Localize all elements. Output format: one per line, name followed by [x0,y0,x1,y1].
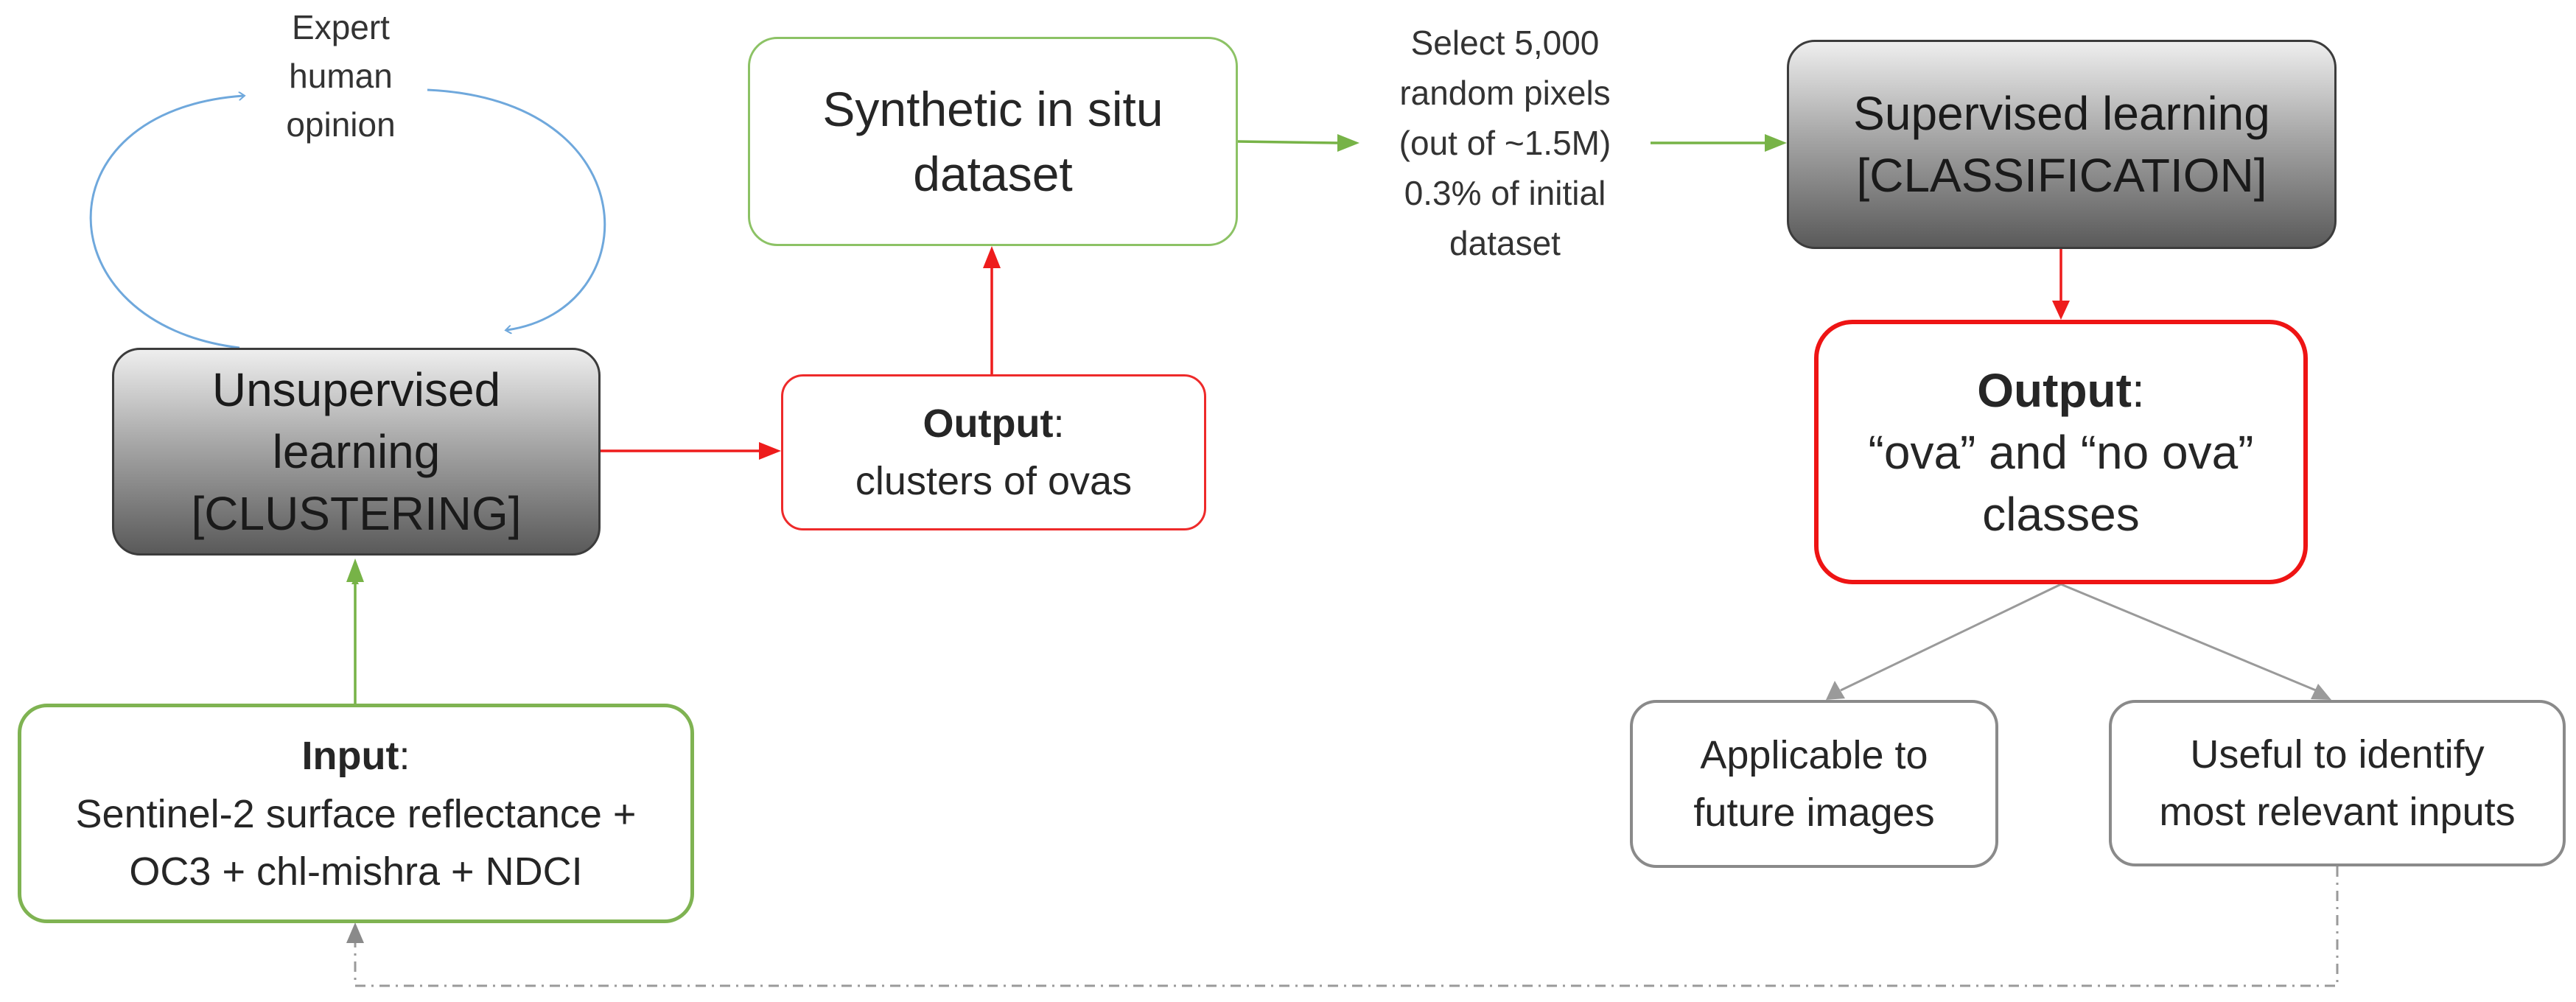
expert-loop-arc-left [89,96,243,349]
clusters-output-body: clusters of ovas [855,459,1133,503]
input-box: Input: Sentinel-2 surface reflectance + … [18,704,694,923]
clusters-output-colon: : [1053,402,1065,446]
arrow-classes-to-useful-head [2311,684,2331,700]
expert-loop-arc-right [427,88,606,330]
useful-inputs-text: Useful to identify most relevant inputs [2159,732,2516,834]
arrow-input-to-unsupervised-head [346,558,364,582]
expert-opinion-label: Expert human opinion [286,8,396,144]
clusters-output-box: Output: clusters of ovas [781,374,1206,530]
applicable-future-text: Applicable to future images [1693,733,1935,835]
input-box-heading-line: Input: [302,726,410,785]
sampling-label: Select 5,000 random pixels (out of ~1.5M… [1399,24,1611,262]
supervised-learning-text: Supervised learning [CLASSIFICATION] [1853,87,2270,202]
synthetic-dataset-box: Synthetic in situ dataset [748,37,1238,246]
classes-output-colon: : [2131,363,2145,417]
classes-output-heading-line: Output: [1977,360,2144,421]
arrow-classes-to-useful [2060,583,2317,692]
unsupervised-learning-box: Unsupervised learning [CLUSTERING] [112,348,601,556]
arrow-clusters-to-synthetic-head [983,246,1001,268]
arrow-select-to-supervised-head [1765,134,1787,152]
input-heading-colon: : [399,734,410,778]
unsupervised-learning-text: Unsupervised learning [CLUSTERING] [191,363,522,540]
input-box-body: Sentinel-2 surface reflectance + OC3 + c… [75,792,637,894]
useful-inputs-box: Useful to identify most relevant inputs [2109,700,2566,866]
classes-output-body: “ova” and “no ova” classes [1868,425,2254,541]
feedback-dashed-line-head [346,922,364,943]
clusters-output-heading-line: Output: [923,395,1065,452]
applicable-future-box: Applicable to future images [1630,700,1998,868]
supervised-learning-box: Supervised learning [CLASSIFICATION] [1787,40,2337,249]
input-heading: Input [301,734,399,778]
clusters-output-heading: Output [923,402,1054,446]
arrow-classes-to-applicable-head [1826,681,1845,700]
classes-output-box: Output: “ova” and “no ova” classes [1814,320,2308,584]
synthetic-dataset-text: Synthetic in situ dataset [822,82,1163,201]
arrow-supervised-to-classes-head [2052,301,2070,320]
arrow-unsupervised-to-clusters-head [759,442,781,460]
arrow-classes-to-applicable [1840,583,2062,692]
classes-output-heading: Output [1977,363,2132,417]
arrow-synthetic-to-select [1237,140,1338,144]
arrow-synthetic-to-select-head [1337,134,1359,152]
